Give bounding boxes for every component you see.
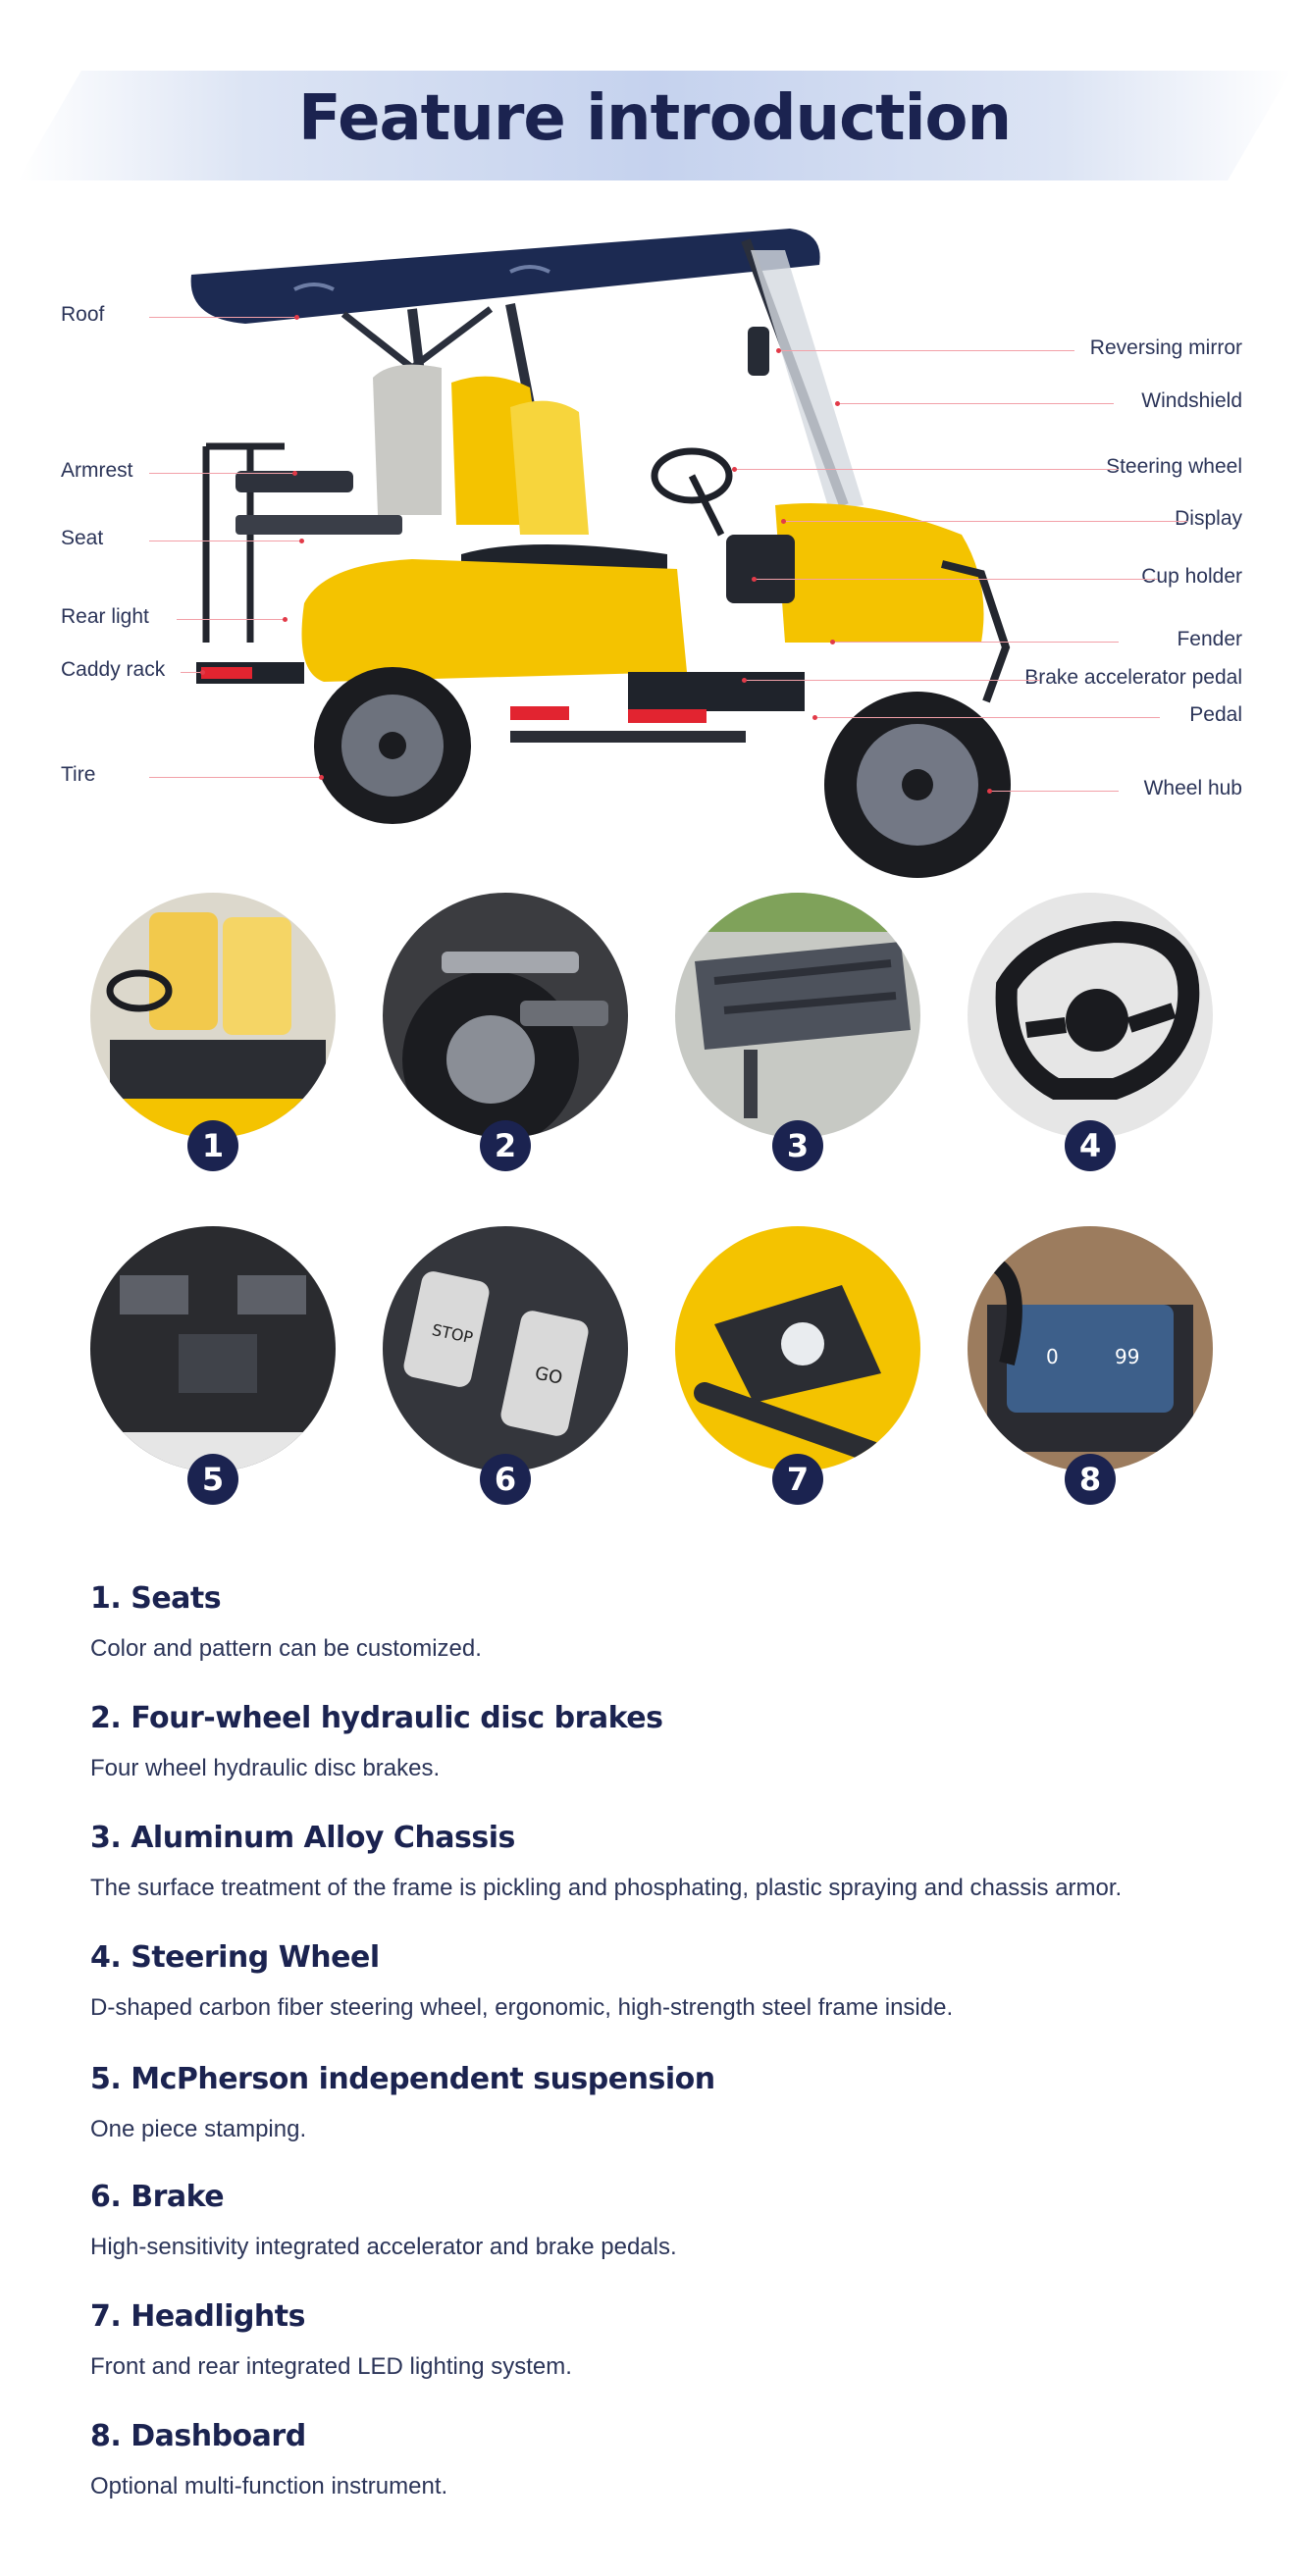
- feature-title: 1. Seats: [90, 1581, 222, 1616]
- leader-dot: [319, 775, 324, 780]
- leader-dot: [987, 789, 992, 794]
- feature-number-badge: 4: [1065, 1120, 1116, 1171]
- feature-description: High-sensitivity integrated accelerator …: [90, 2234, 677, 2260]
- leader-line: [736, 469, 1119, 470]
- feature-description: D-shaped carbon fiber steering wheel, er…: [90, 1994, 954, 2021]
- callout-rear-light: Rear light: [61, 605, 149, 628]
- callout-windshield: Windshield: [1141, 389, 1242, 412]
- leader-dot: [752, 577, 757, 582]
- leader-line: [149, 777, 321, 778]
- feature-description: Optional multi-function instrument.: [90, 2473, 448, 2499]
- leader-dot: [835, 401, 840, 406]
- leader-line: [780, 350, 1074, 351]
- callout-wheel-hub: Wheel hub: [1143, 777, 1242, 799]
- callout-roof: Roof: [61, 303, 105, 326]
- leader-dot: [781, 519, 786, 524]
- feature-steering-wheel: 4. Steering Wheel D-shaped carbon fiber …: [90, 1940, 1268, 2022]
- page-title: Feature introduction: [297, 82, 1012, 155]
- feature-title: 5. McPherson independent suspension: [90, 2062, 715, 2096]
- leader-dot: [742, 678, 747, 683]
- feature-circle-3: 3: [675, 893, 920, 1197]
- callout-seat: Seat: [61, 527, 104, 549]
- pedals-photo-icon: STOP GO: [383, 1226, 628, 1471]
- seats-photo-icon: [90, 893, 336, 1138]
- feature-description: Front and rear integrated LED lighting s…: [90, 2353, 572, 2380]
- feature-headlights: 7. Headlights Front and rear integrated …: [90, 2299, 1268, 2381]
- leader-line: [746, 680, 1040, 681]
- callout-cup-holder: Cup holder: [1141, 565, 1242, 588]
- title-banner: [18, 71, 1291, 180]
- callout-pedal: Pedal: [1189, 703, 1242, 726]
- feature-circle-4: 4: [968, 893, 1213, 1197]
- feature-disc-brakes: 2. Four-wheel hydraulic disc brakes Four…: [90, 1701, 1268, 1782]
- disc-brake-photo-icon: [383, 893, 628, 1138]
- feature-title: 6. Brake: [90, 2180, 225, 2214]
- leader-line: [785, 521, 1187, 522]
- feature-photo-grid: 1 2 3: [0, 893, 1309, 1530]
- feature-circle-1: 1: [90, 893, 336, 1197]
- callout-brake-accelerator-pedal: Brake accelerator pedal: [1024, 666, 1242, 689]
- dashboard-photo-icon: 0 99: [968, 1226, 1213, 1471]
- leader-line: [177, 619, 285, 620]
- feature-circle-5: 5: [90, 1226, 336, 1530]
- callout-display: Display: [1175, 507, 1242, 530]
- feature-circle-8: 0 99 8: [968, 1226, 1213, 1530]
- feature-suspension: 5. McPherson independent suspension One …: [90, 2062, 1268, 2143]
- leader-dot: [294, 315, 299, 320]
- leader-line: [834, 642, 1119, 643]
- callout-armrest: Armrest: [61, 459, 133, 482]
- feature-description: Color and pattern can be customized.: [90, 1635, 482, 1662]
- feature-seats: 1. Seats Color and pattern can be custom…: [90, 1581, 1268, 1663]
- leader-dot: [776, 348, 781, 353]
- feature-dashboard: 8. Dashboard Optional multi-function ins…: [90, 2419, 1268, 2500]
- feature-title: 3. Aluminum Alloy Chassis: [90, 1821, 515, 1855]
- dashboard-left-readout: 0: [1046, 1345, 1059, 1368]
- feature-title: 7. Headlights: [90, 2299, 305, 2334]
- leader-line: [149, 473, 294, 474]
- callout-steering-wheel: Steering wheel: [1106, 455, 1242, 478]
- feature-title: 2. Four-wheel hydraulic disc brakes: [90, 1701, 663, 1735]
- feature-number-badge: 5: [187, 1454, 238, 1505]
- steering-wheel-photo-icon: [968, 893, 1213, 1138]
- feature-number-badge: 1: [187, 1120, 238, 1171]
- feature-circle-2: 2: [383, 893, 628, 1197]
- feature-chassis: 3. Aluminum Alloy Chassis The surface tr…: [90, 1821, 1268, 1902]
- leader-line: [756, 579, 1158, 580]
- cart-diagram: Roof Armrest Seat Rear light Caddy rack …: [0, 211, 1309, 898]
- feature-number-badge: 2: [480, 1120, 531, 1171]
- leader-dot: [200, 670, 205, 675]
- dashboard-right-readout: 99: [1115, 1345, 1139, 1368]
- leader-dot: [283, 617, 288, 622]
- feature-number-badge: 6: [480, 1454, 531, 1505]
- leader-dot: [830, 640, 835, 644]
- leader-line: [991, 791, 1119, 792]
- feature-circle-7: 7: [675, 1226, 920, 1530]
- feature-circle-6: STOP GO 6: [383, 1226, 628, 1530]
- leader-dot: [812, 715, 817, 720]
- callout-fender: Fender: [1177, 628, 1242, 650]
- leader-dot: [732, 467, 737, 472]
- callout-caddy-rack: Caddy rack: [61, 658, 166, 681]
- headlight-photo-icon: [675, 1226, 920, 1471]
- feature-number-badge: 8: [1065, 1454, 1116, 1505]
- callout-reversing-mirror: Reversing mirror: [1089, 336, 1242, 359]
- feature-number-badge: 3: [772, 1120, 823, 1171]
- leader-line: [839, 403, 1114, 404]
- feature-description: One piece stamping.: [90, 2116, 307, 2142]
- feature-brake: 6. Brake High-sensitivity integrated acc…: [90, 2180, 1268, 2261]
- feature-title: 8. Dashboard: [90, 2419, 306, 2453]
- leader-line: [149, 317, 296, 318]
- feature-title: 4. Steering Wheel: [90, 1940, 380, 1975]
- leader-dot: [299, 539, 304, 543]
- golf-cart-illustration: [190, 229, 1011, 878]
- leader-line: [181, 672, 202, 673]
- chassis-photo-icon: [675, 893, 920, 1138]
- leader-line: [816, 717, 1160, 718]
- feature-number-badge: 7: [772, 1454, 823, 1505]
- suspension-photo-icon: [90, 1226, 336, 1471]
- callout-tire: Tire: [61, 763, 96, 786]
- leader-dot: [292, 471, 297, 476]
- feature-description: The surface treatment of the frame is pi…: [90, 1875, 1123, 1901]
- feature-description: Four wheel hydraulic disc brakes.: [90, 1755, 441, 1781]
